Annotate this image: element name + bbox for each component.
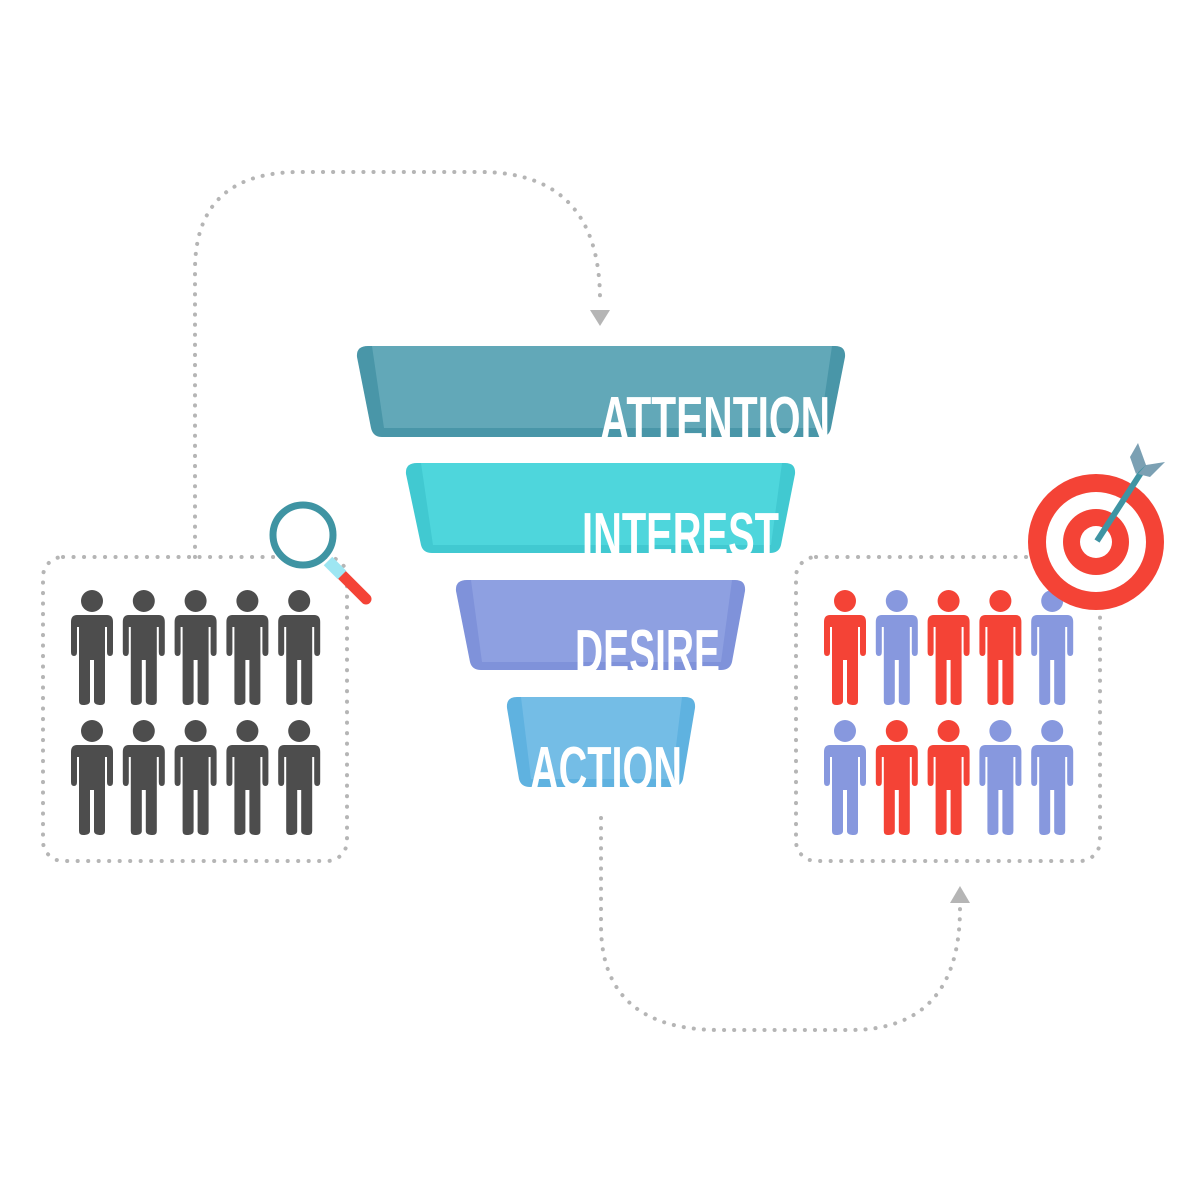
person-icon xyxy=(927,590,970,705)
person-icon xyxy=(1031,590,1074,705)
person-icon xyxy=(979,720,1022,835)
funnel-label-action: ACTION xyxy=(530,735,682,804)
audience-after-box xyxy=(794,555,1102,863)
funnel-stage-interest[interactable]: INTEREST xyxy=(405,463,796,570)
arrow-up-icon xyxy=(950,886,970,903)
funnel-bar-desire-face xyxy=(471,580,732,662)
person-icon xyxy=(927,720,970,835)
person-icon xyxy=(979,590,1022,705)
funnel-stage-action[interactable]: ACTION xyxy=(506,697,696,804)
funnel-bar-attention-face xyxy=(372,346,832,428)
person-icon xyxy=(875,590,918,705)
person-icon xyxy=(1031,720,1074,835)
connector-path-top xyxy=(193,170,602,559)
funnel-bar-action-face xyxy=(521,697,682,779)
person-icon xyxy=(174,590,217,705)
person-icon xyxy=(122,720,165,835)
arrow-icon xyxy=(1094,443,1165,543)
person-icon xyxy=(824,720,866,835)
funnel: ATTENTION INTEREST DESIRE ACTION xyxy=(356,346,846,804)
magnifier-icon xyxy=(269,501,372,605)
person-icon xyxy=(122,590,165,705)
arrow-down-icon xyxy=(590,310,610,326)
person-icon xyxy=(174,720,217,835)
person-icon xyxy=(278,720,321,835)
audience-after-group xyxy=(824,590,1074,835)
person-icon xyxy=(226,720,269,835)
arrow-fletching-left xyxy=(1130,443,1146,474)
magnifier-ring xyxy=(269,501,337,569)
person-icon xyxy=(71,720,113,835)
target-bullseye xyxy=(1080,526,1112,558)
person-icon xyxy=(226,590,269,705)
audience-before-box xyxy=(41,555,349,863)
connector-to-results xyxy=(599,816,970,1032)
magnifier-handle xyxy=(334,567,372,605)
funnel-label-attention: ATTENTION xyxy=(600,385,830,454)
funnel-bar-interest-face xyxy=(421,463,782,545)
funnel-stage-attention[interactable]: ATTENTION xyxy=(356,346,846,454)
arrow-fletching-right xyxy=(1138,462,1165,477)
connector-path-bottom xyxy=(599,816,962,1032)
connector-to-funnel xyxy=(193,170,610,559)
person-icon xyxy=(824,590,866,705)
person-icon xyxy=(278,590,321,705)
funnel-stage-desire[interactable]: DESIRE xyxy=(455,580,746,687)
magnifier-collar xyxy=(323,556,347,580)
funnel-label-interest: INTEREST xyxy=(582,501,779,570)
funnel-label-desire: DESIRE xyxy=(575,618,720,687)
target-icon xyxy=(1028,443,1165,610)
person-icon xyxy=(875,720,918,835)
audience-before-group xyxy=(71,590,321,835)
arrow-shaft xyxy=(1094,463,1149,543)
person-icon xyxy=(71,590,113,705)
